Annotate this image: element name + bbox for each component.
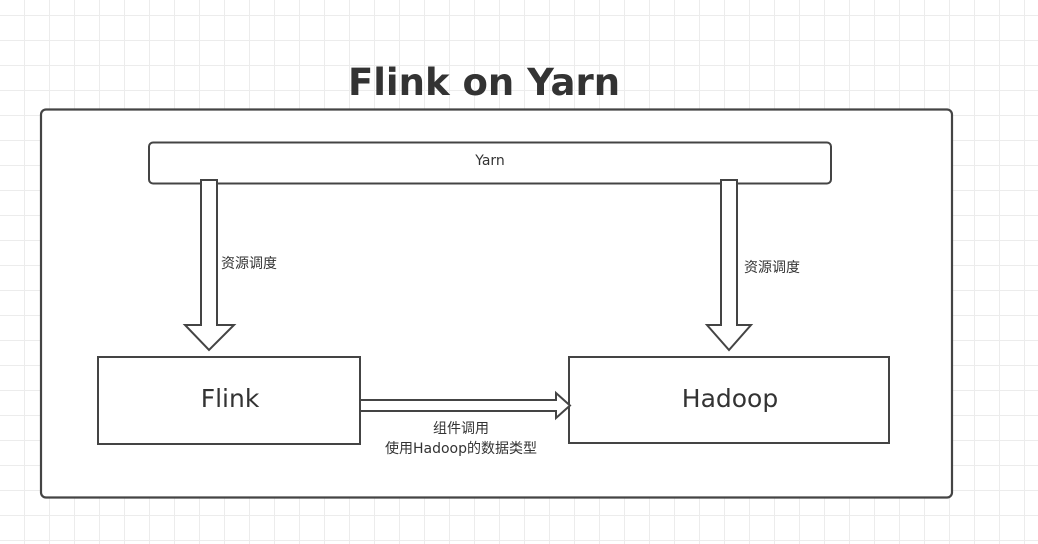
- arrow-flink-to-hadoop[interactable]: [359, 390, 572, 421]
- diagram-title: Flink on Yarn: [347, 61, 621, 104]
- edge-label-yarn-flink: 资源调度: [221, 256, 277, 272]
- yarn-node[interactable]: [148, 141, 832, 185]
- yarn-node-label: Yarn: [475, 153, 505, 169]
- arrow-yarn-to-hadoop[interactable]: [704, 179, 754, 352]
- flink-node-label: Flink: [200, 384, 260, 413]
- hadoop-node-label: Hadoop: [681, 384, 779, 413]
- flink-node[interactable]: [97, 356, 361, 445]
- hadoop-node[interactable]: [568, 356, 890, 444]
- edge-label-flink-hadoop-line1: 组件调用: [433, 421, 489, 437]
- edge-label-yarn-hadoop: 资源调度: [744, 260, 800, 276]
- arrow-yarn-to-flink[interactable]: [182, 179, 237, 352]
- edge-label-flink-hadoop-line2: 使用Hadoop的数据类型: [384, 441, 537, 457]
